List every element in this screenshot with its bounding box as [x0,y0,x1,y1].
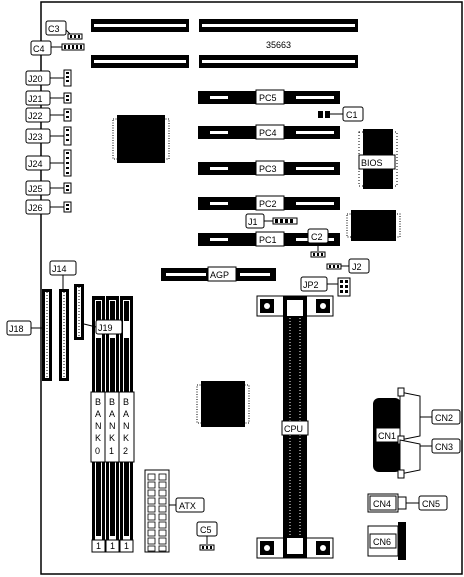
capacitor-c4: C4 [30,40,85,56]
bank2-letter-4: K [123,433,129,443]
c3-label: C3 [48,24,60,34]
jumper-j25: J25 [25,180,72,196]
cn3-label: CN3 [435,442,453,452]
pci-slot-pc5: PC5 [198,89,340,105]
j21-label: J21 [28,94,43,104]
cpu-label: CPU [284,424,303,434]
bank1-letter-5: 1 [109,446,114,456]
header-j14: J14 [49,260,84,381]
dimm-socket-bank0: B A N K 0 1 [90,296,107,553]
capacitor-c2: C2 [307,228,329,258]
pc2-label: PC2 [259,199,277,209]
cn5-label: CN5 [422,499,440,509]
capacitor-c1: C1 [318,106,364,122]
jumper-j23: J23 [25,126,72,146]
pci-slot-pc2: PC2 [198,195,340,211]
bank1-letter-4: K [109,433,115,443]
isa-slots [91,19,358,68]
agp-label: AGP [210,270,229,280]
j23-label: J23 [28,132,43,142]
j26-label: J26 [28,203,43,213]
c2-label: C2 [311,232,323,242]
bank2-letter-1: B [123,397,129,407]
svg-text:1: 1 [110,541,115,551]
jumper-j20: J20 [25,69,72,87]
jumper-j19: J19 [83,319,123,335]
pc4-label: PC4 [259,128,277,138]
atx-label: ATX [179,501,196,511]
j18-label: J18 [9,324,24,334]
bank1-letter-2: A [109,409,115,419]
chipset-chip-3 [196,381,250,427]
jp2-label: JP2 [303,280,319,290]
j14-label: J14 [52,264,67,274]
bank2-letter-5: 2 [123,446,128,456]
pc3-label: PC3 [259,164,277,174]
c4-label: C4 [33,44,45,54]
pci-slot-pc4: PC4 [198,124,340,140]
j20-label: J20 [28,74,43,84]
jumper-j21: J21 [25,90,72,106]
bank2-letter-2: A [123,409,129,419]
cn4-label: CN4 [373,499,391,509]
bios-chip: BIOS [358,129,398,189]
agp-slot: AGP [161,266,276,282]
bank0-letter-2: A [95,409,101,419]
bank0-letter-4: K [95,433,101,443]
j2-label: J2 [352,262,362,272]
cn1-label: CN1 [378,431,396,441]
j24-label: J24 [28,159,43,169]
pc5-label: PC5 [259,93,277,103]
cn2-label: CN2 [435,413,453,423]
c5-label: C5 [200,525,212,535]
connector-cn6: CN6 [367,522,406,560]
bios-label: BIOS [361,158,383,168]
cn6-label: CN6 [373,537,391,547]
jumper-j24: J24 [25,149,72,177]
board-id-number: 35663 [266,40,291,50]
j25-label: J25 [28,184,43,194]
jumper-j26: J26 [25,199,72,215]
header-j18: J18 [6,289,52,381]
jumper-j1: J1 [245,213,298,229]
bank1-letter-1: B [109,397,115,407]
pci-slot-pc3: PC3 [198,160,340,176]
j1-label: J1 [248,217,258,227]
capacitor-c5: C5 [196,521,218,551]
jumper-j2: J2 [326,258,370,274]
svg-text:1: 1 [124,541,129,551]
chipset-chip-1 [112,115,170,163]
cpu-slot: CPU [256,295,334,559]
j19-label: J19 [98,323,113,333]
jumper-j22: J22 [25,107,72,123]
connector-cn3: CN3 [397,438,461,479]
c1-label: C1 [346,110,358,120]
connector-cn5: CN5 [406,495,448,511]
dimm-socket-bank2: B A N K 2 1 [118,296,135,553]
svg-text:1: 1 [96,541,101,551]
bank1-letter-3: N [109,421,116,431]
dimm-socket-bank1: B A N K 1 1 [104,296,121,553]
bank0-letter-1: B [95,397,101,407]
pc1-label: PC1 [259,235,277,245]
bank0-letter-3: N [95,421,102,431]
capacitor-c3: C3 [45,20,83,40]
connector-cn1: CN1 [373,398,401,472]
bank2-letter-3: N [123,421,130,431]
atx-power-connector: ATX [144,469,205,553]
chipset-chip-2 [346,210,401,241]
bank0-letter-5: 0 [95,446,100,456]
jumper-jp2: JP2 [300,276,351,297]
j22-label: J22 [28,111,43,121]
connector-cn4: CN4 [367,493,407,513]
